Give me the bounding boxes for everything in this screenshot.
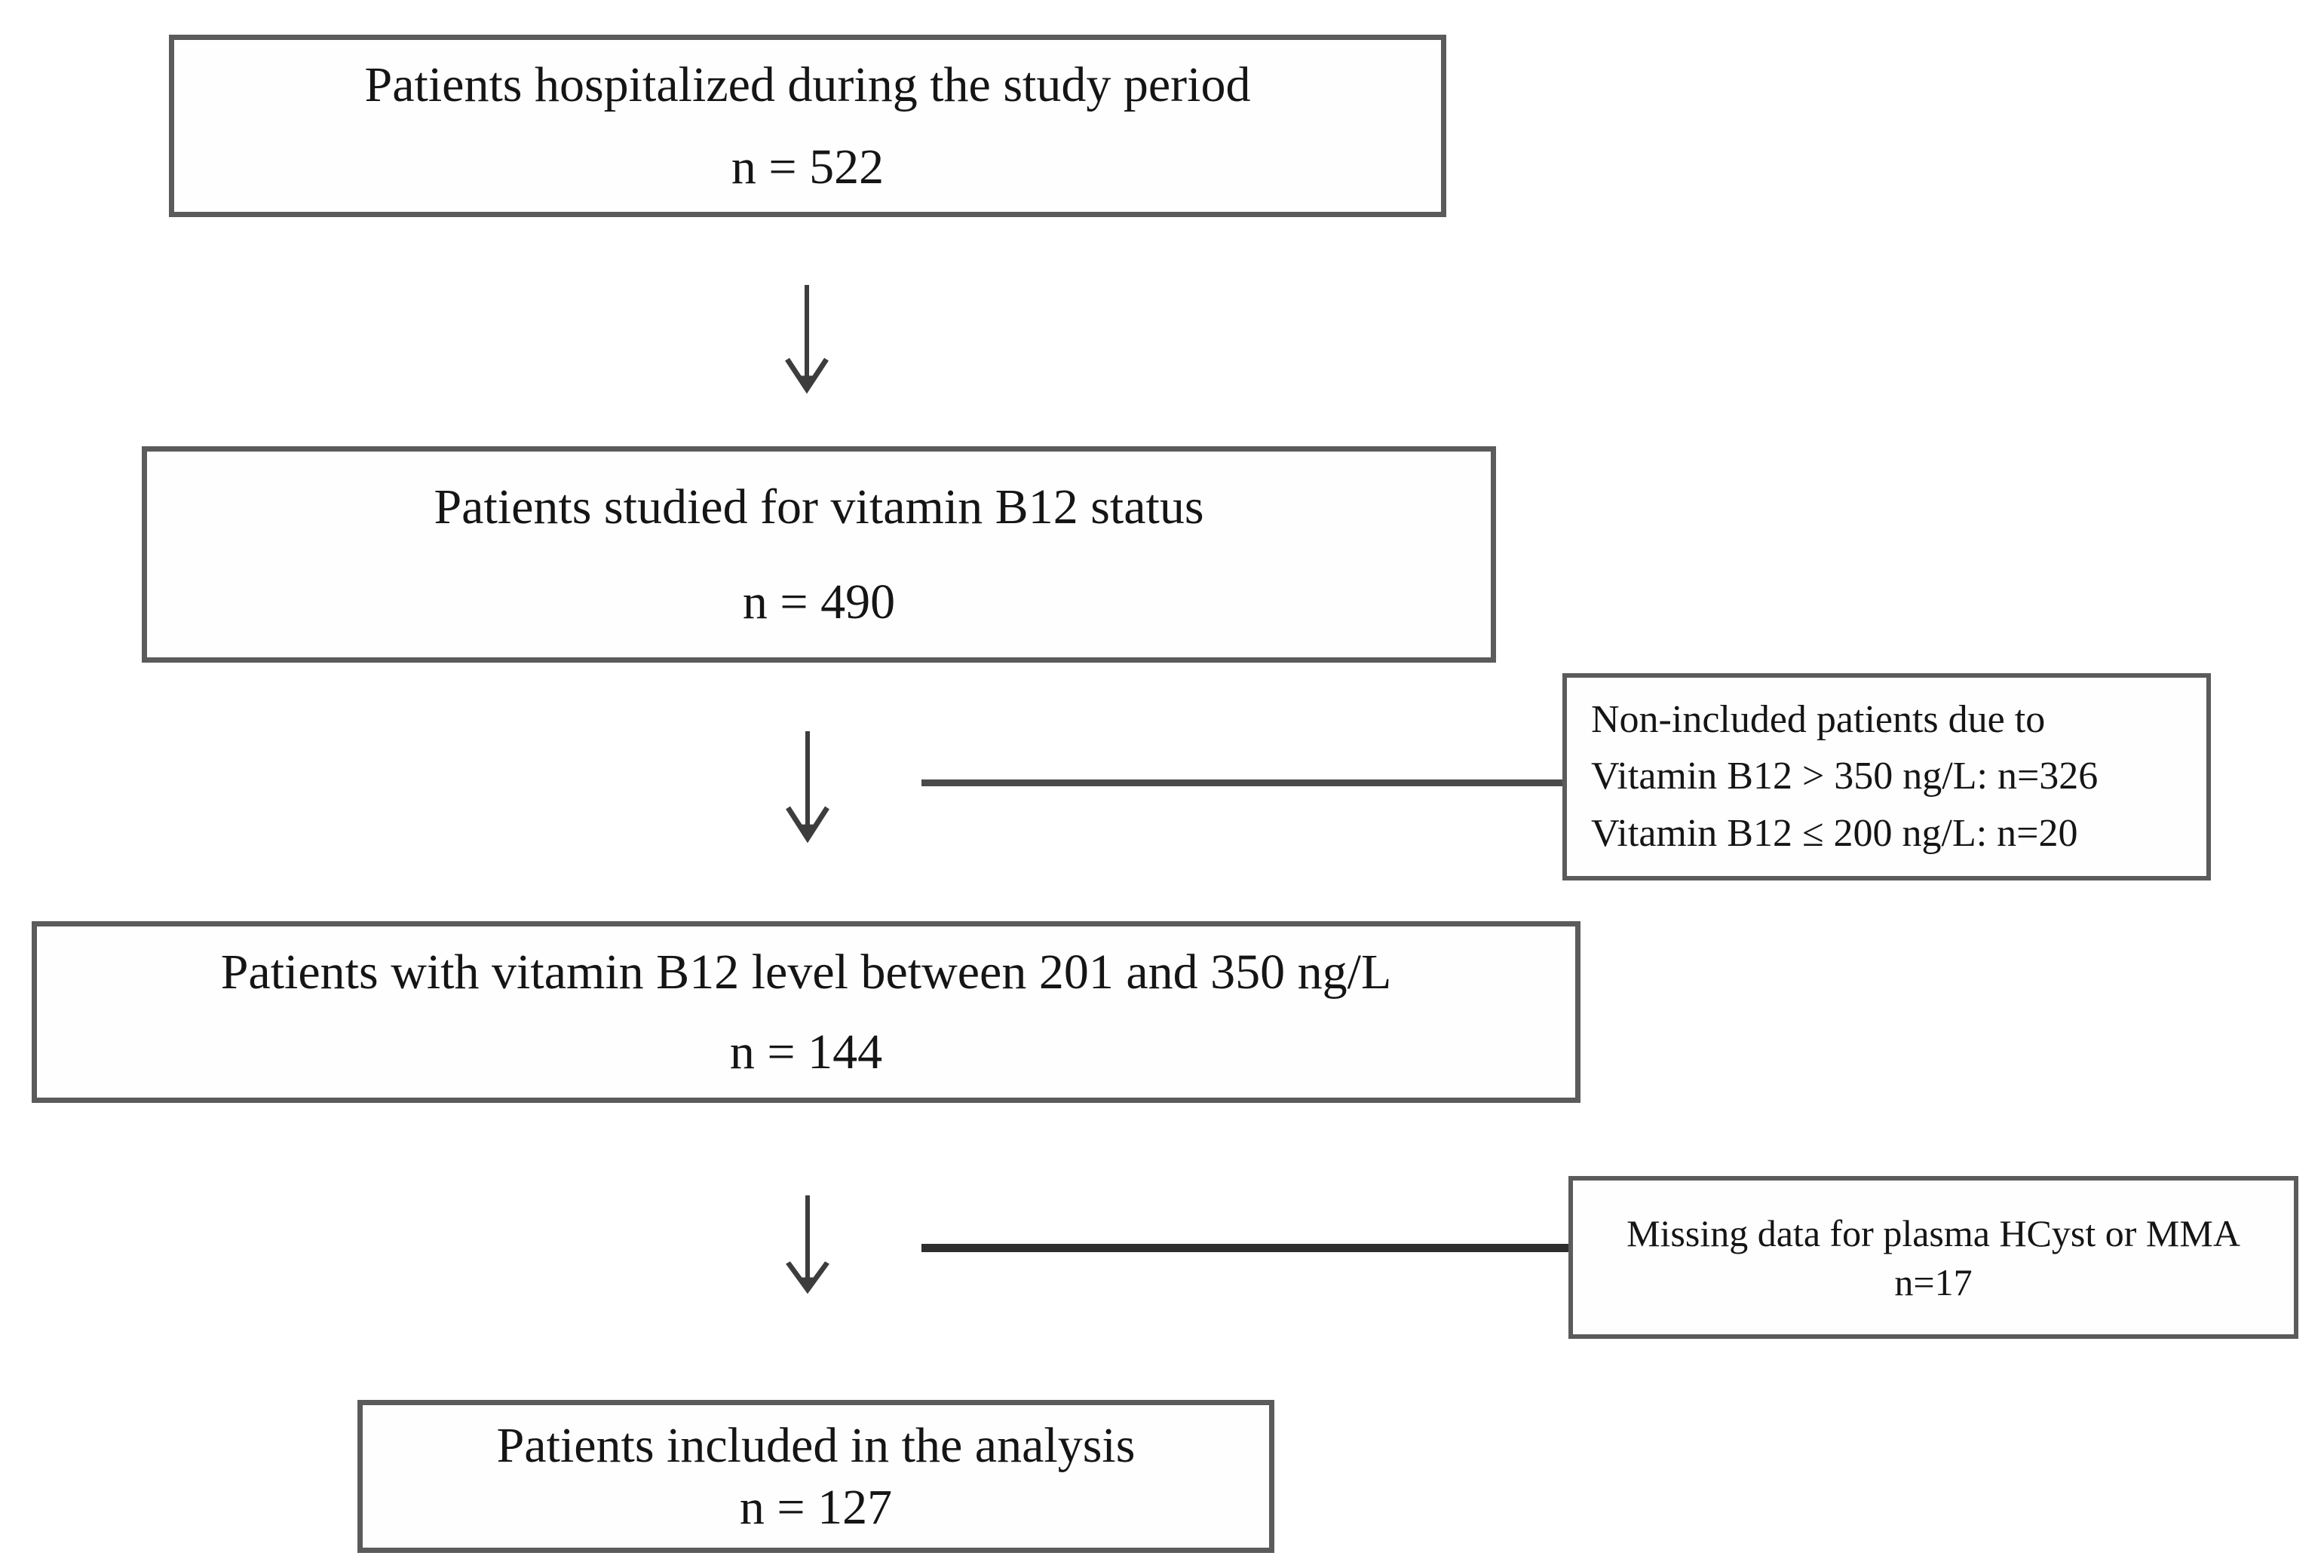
box-count: n = 490	[742, 574, 896, 629]
flow-box-b12-range: Patients with vitamin B12 level between …	[32, 921, 1581, 1103]
box-count: n = 144	[729, 1024, 883, 1080]
connector-line	[921, 779, 1562, 786]
flow-box-non-included: Non-included patients due to Vitamin B12…	[1562, 673, 2211, 880]
flow-box-studied: Patients studied for vitamin B12 status …	[142, 446, 1496, 663]
box-text: Patients studied for vitamin B12 status	[434, 479, 1204, 535]
down-arrow-icon	[786, 1195, 829, 1294]
box-text: Patients hospitalized during the study p…	[364, 57, 1251, 112]
flow-box-included: Patients included in the analysis n = 12…	[357, 1400, 1274, 1553]
down-arrow-icon	[785, 284, 829, 394]
box-text: Patients with vitamin B12 level between …	[220, 945, 1392, 1000]
flow-box-hospitalized: Patients hospitalized during the study p…	[169, 35, 1446, 217]
box-count: n=17	[1894, 1260, 1973, 1303]
box-text: Patients included in the analysis	[496, 1418, 1136, 1474]
box-count: n = 522	[731, 139, 885, 194]
box-text: Vitamin B12 ≤ 200 ng/L: n=20	[1591, 811, 2078, 855]
flow-box-missing-data: Missing data for plasma HCyst or MMA n=1…	[1568, 1176, 2298, 1339]
box-count: n = 127	[739, 1479, 893, 1535]
connector-line	[921, 1244, 1568, 1252]
box-text: Vitamin B12 > 350 ng/L: n=326	[1591, 755, 2099, 798]
down-arrow-icon	[786, 731, 829, 844]
box-text: Missing data for plasma HCyst or MMA	[1626, 1211, 2240, 1254]
box-text: Non-included patients due to	[1591, 697, 2046, 741]
